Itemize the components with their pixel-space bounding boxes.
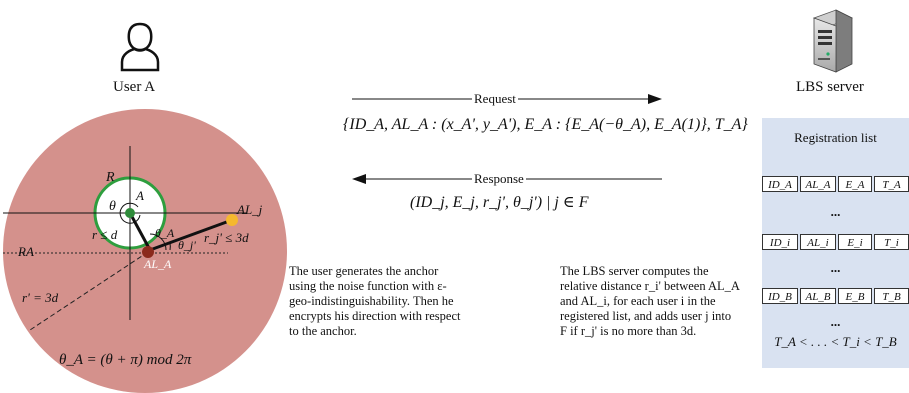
theta-arc bbox=[119, 202, 141, 224]
response-label: Response bbox=[472, 171, 526, 187]
cell-id: ID_i bbox=[762, 234, 798, 250]
label-r-3d: r' = 3d bbox=[22, 290, 59, 305]
server-label: LBS server bbox=[796, 79, 864, 95]
cell-e: E_A bbox=[838, 176, 872, 192]
ellipsis: ... bbox=[830, 204, 841, 219]
request-label: Request bbox=[472, 91, 518, 107]
thetaA-arc bbox=[149, 233, 167, 251]
registration-title: Registration list bbox=[794, 130, 877, 145]
alj-dot bbox=[226, 214, 238, 226]
user-label: User A bbox=[113, 79, 156, 95]
cell-al: AL_i bbox=[800, 234, 836, 250]
label-R: R bbox=[106, 170, 115, 185]
rj-line bbox=[149, 218, 233, 252]
r-line bbox=[128, 212, 152, 251]
cell-t: T_A bbox=[874, 176, 909, 192]
label-r-le-d: r ≤ d bbox=[92, 227, 118, 242]
registration-order: T_A < . . . < T_i < T_B bbox=[774, 334, 897, 349]
cell-al: AL_B bbox=[800, 288, 836, 304]
registration-list: Registration list ID_A AL_A E_A T_A ... … bbox=[762, 118, 909, 368]
cell-id: ID_B bbox=[762, 288, 798, 304]
label-theta-j: θ_j' bbox=[178, 238, 196, 252]
label-theta-A: θ_A bbox=[155, 226, 175, 240]
user-note: The user generates the anchor using the … bbox=[289, 264, 461, 338]
user-location-dot bbox=[142, 246, 154, 258]
anchor-dot bbox=[125, 208, 135, 218]
request-formula: {ID_A, AL_A : (x_A', y_A'), E_A : {E_A(−… bbox=[343, 116, 748, 133]
ellipsis: ... bbox=[830, 260, 841, 275]
label-theta-A-formula: θ_A = (θ + π) mod 2π bbox=[59, 352, 192, 368]
cell-e: E_i bbox=[838, 234, 872, 250]
cell-id: ID_A bbox=[762, 176, 798, 192]
label-RA: RA bbox=[18, 244, 34, 259]
cell-t: T_i bbox=[874, 234, 909, 250]
label-theta: θ bbox=[109, 199, 116, 214]
cell-t: T_B bbox=[874, 288, 909, 304]
cell-al: AL_A bbox=[800, 176, 836, 192]
label-A: A bbox=[136, 188, 144, 203]
label-rj-le-3d: r_j' ≤ 3d bbox=[204, 230, 249, 245]
server-icon bbox=[808, 8, 856, 74]
label-AL-j: AL_j bbox=[237, 202, 263, 217]
user-icon bbox=[118, 20, 162, 72]
label-AL-A: AL_A bbox=[144, 257, 172, 271]
cell-e: E_B bbox=[838, 288, 872, 304]
server-note: The LBS server computes the relative dis… bbox=[560, 264, 740, 338]
response-formula: (ID_j, E_j, r_j', θ_j') | j ∈ F bbox=[410, 194, 589, 211]
location-diagram bbox=[3, 109, 287, 393]
ellipsis: ... bbox=[830, 314, 841, 329]
